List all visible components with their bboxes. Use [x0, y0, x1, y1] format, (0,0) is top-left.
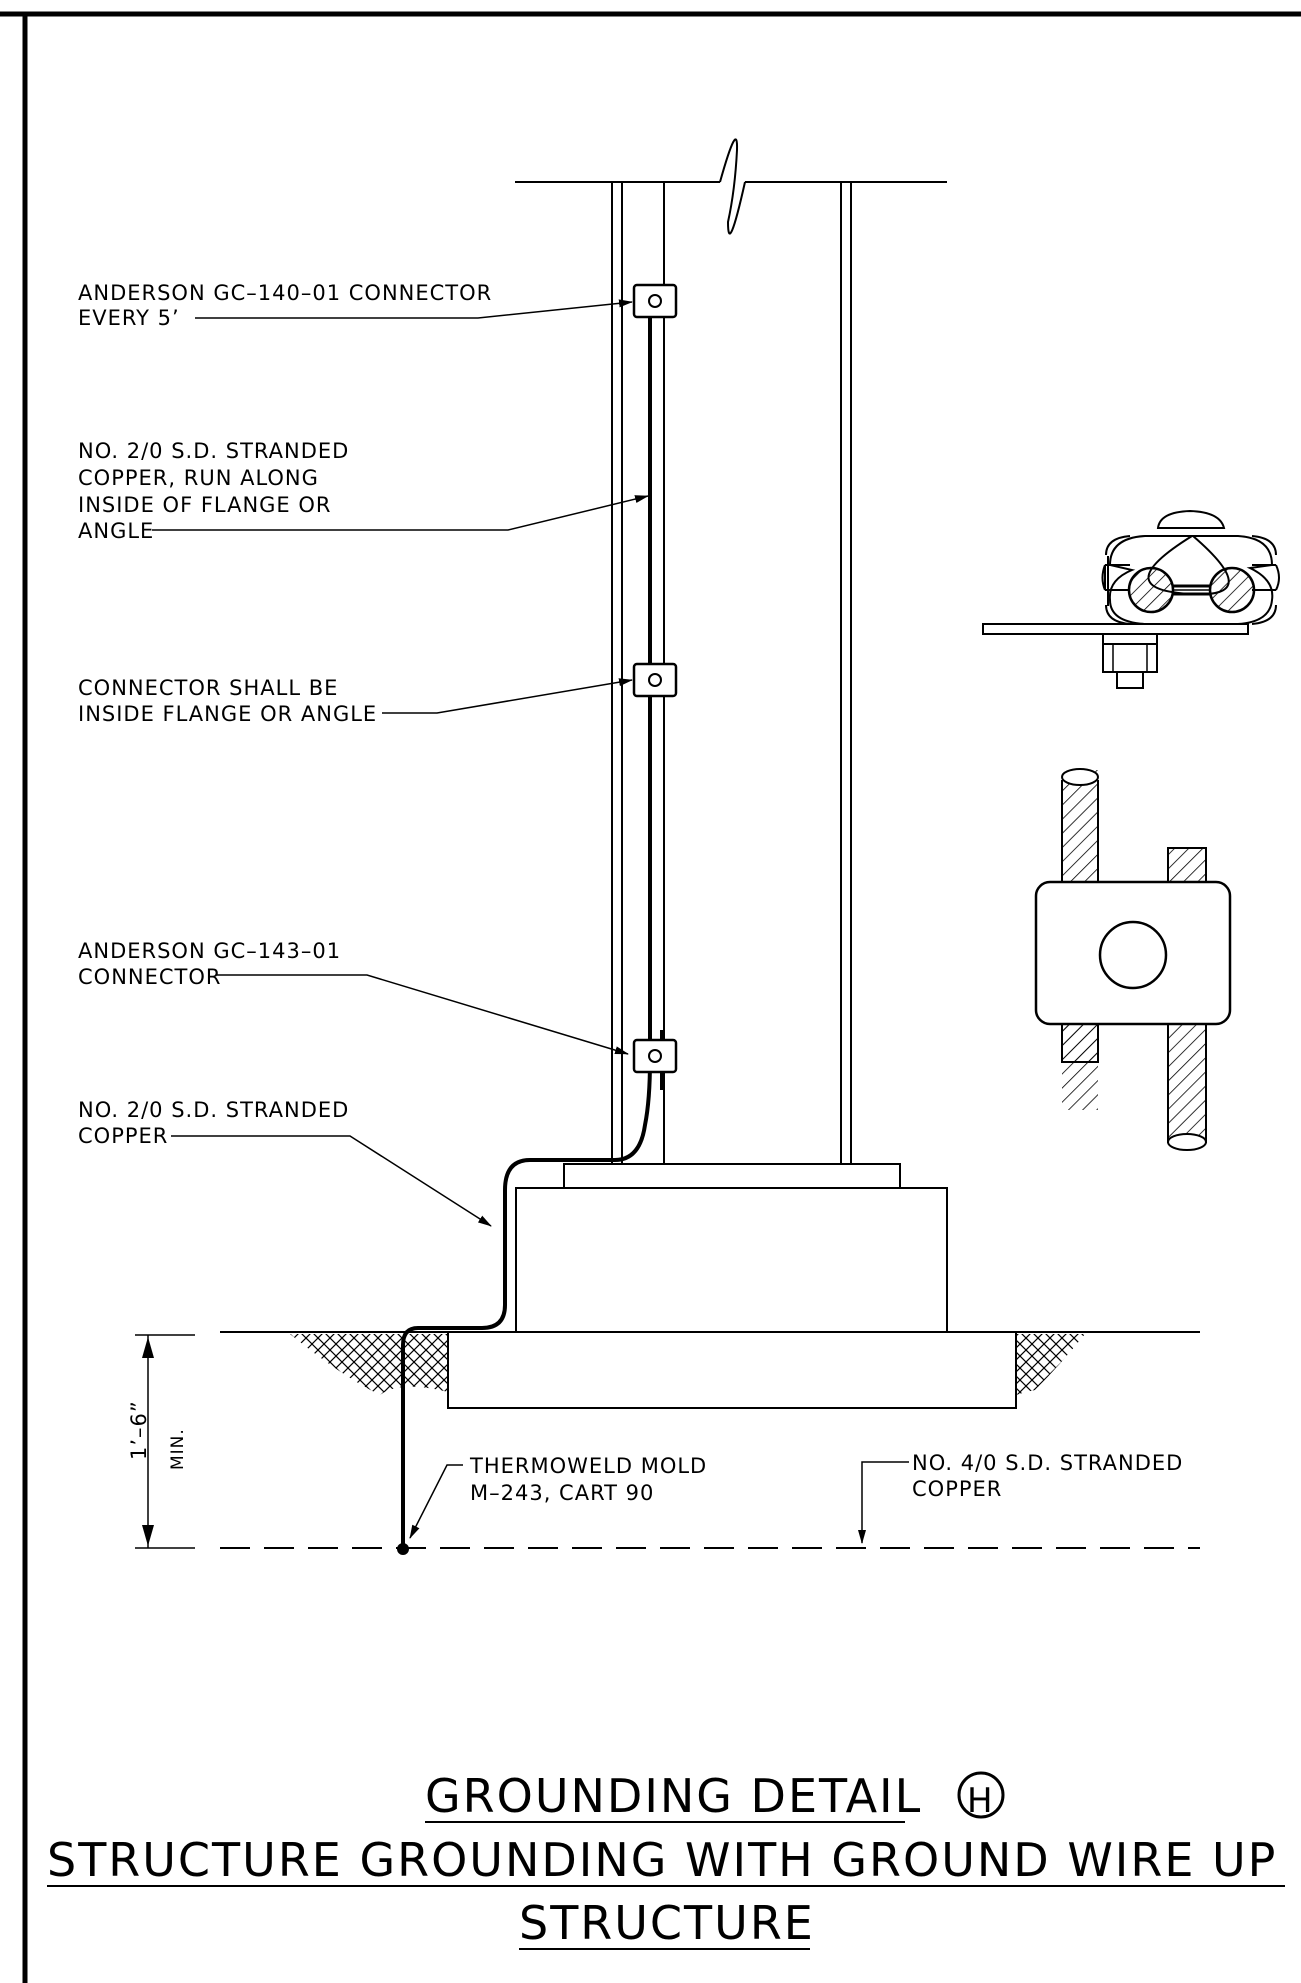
note-line: EVERY 5’ [78, 306, 180, 330]
note-line: THERMOWELD MOLD [469, 1454, 707, 1478]
note-line: NO. 4/0 S.D. STRANDED [912, 1451, 1183, 1475]
detail-mark [957, 1771, 1005, 1819]
note-line: NO. 2/0 S.D. STRANDED [78, 1098, 349, 1122]
note-copper-run: NO. 2/0 S.D. STRANDED COPPER, RUN ALONG … [78, 439, 349, 543]
sheet-border [0, 11, 1301, 1983]
connector-gc-140-upper [632, 283, 678, 319]
note-line: ANDERSON GC–143–01 [78, 939, 341, 963]
drawing-title: GROUNDING DETAIL H STRUCTURE GROUNDING W… [47, 1769, 1285, 1950]
note-line: CONNECTOR [78, 965, 222, 989]
note-ground-wire: NO. 4/0 S.D. STRANDED COPPER [912, 1451, 1183, 1501]
connector-gc-143 [632, 1038, 678, 1074]
connector-section-view [982, 509, 1280, 689]
depth-dimension: 1’–6” MIN. [127, 1334, 195, 1549]
note-line: ANDERSON GC–140–01 CONNECTOR [78, 281, 492, 305]
grade-line [220, 1331, 1200, 1555]
note-copper-lower: NO. 2/0 S.D. STRANDED COPPER [78, 1098, 349, 1148]
connector-gc-140-middle [632, 662, 678, 698]
connector-front-view [1034, 768, 1232, 1151]
foundation [447, 1163, 1017, 1409]
note-connector-inside: CONNECTOR SHALL BE INSIDE FLANGE OR ANGL… [78, 676, 377, 726]
leaders [152, 299, 909, 1544]
note-line: ANGLE [78, 519, 154, 543]
dimension-qualifier: MIN. [168, 1428, 188, 1470]
title-line-1: GROUNDING DETAIL [425, 1769, 922, 1823]
note-line: COPPER [78, 1124, 168, 1148]
note-connector-gc-140: ANDERSON GC–140–01 CONNECTOR EVERY 5’ [78, 281, 492, 330]
note-line: INSIDE FLANGE OR ANGLE [78, 702, 377, 726]
note-line: INSIDE OF FLANGE OR [78, 493, 332, 517]
note-line: NO. 2/0 S.D. STRANDED [78, 439, 349, 463]
note-line: COPPER, RUN ALONG [78, 466, 319, 490]
note-line: COPPER [912, 1477, 1002, 1501]
title-line-3: STRUCTURE [519, 1896, 815, 1950]
note-line: CONNECTOR SHALL BE [78, 676, 338, 700]
dimension-value: 1’–6” [127, 1400, 151, 1460]
note-line: M–243, CART 90 [470, 1481, 654, 1505]
title-line-2: STRUCTURE GROUNDING WITH GROUND WIRE UP [47, 1833, 1277, 1887]
note-thermoweld: THERMOWELD MOLD M–243, CART 90 [469, 1454, 707, 1505]
ground-wire-run [401, 285, 652, 1550]
note-connector-gc-143: ANDERSON GC–143–01 CONNECTOR [78, 939, 341, 989]
detail-mark-letter: H [967, 1781, 995, 1821]
steel-structure [515, 138, 947, 1164]
